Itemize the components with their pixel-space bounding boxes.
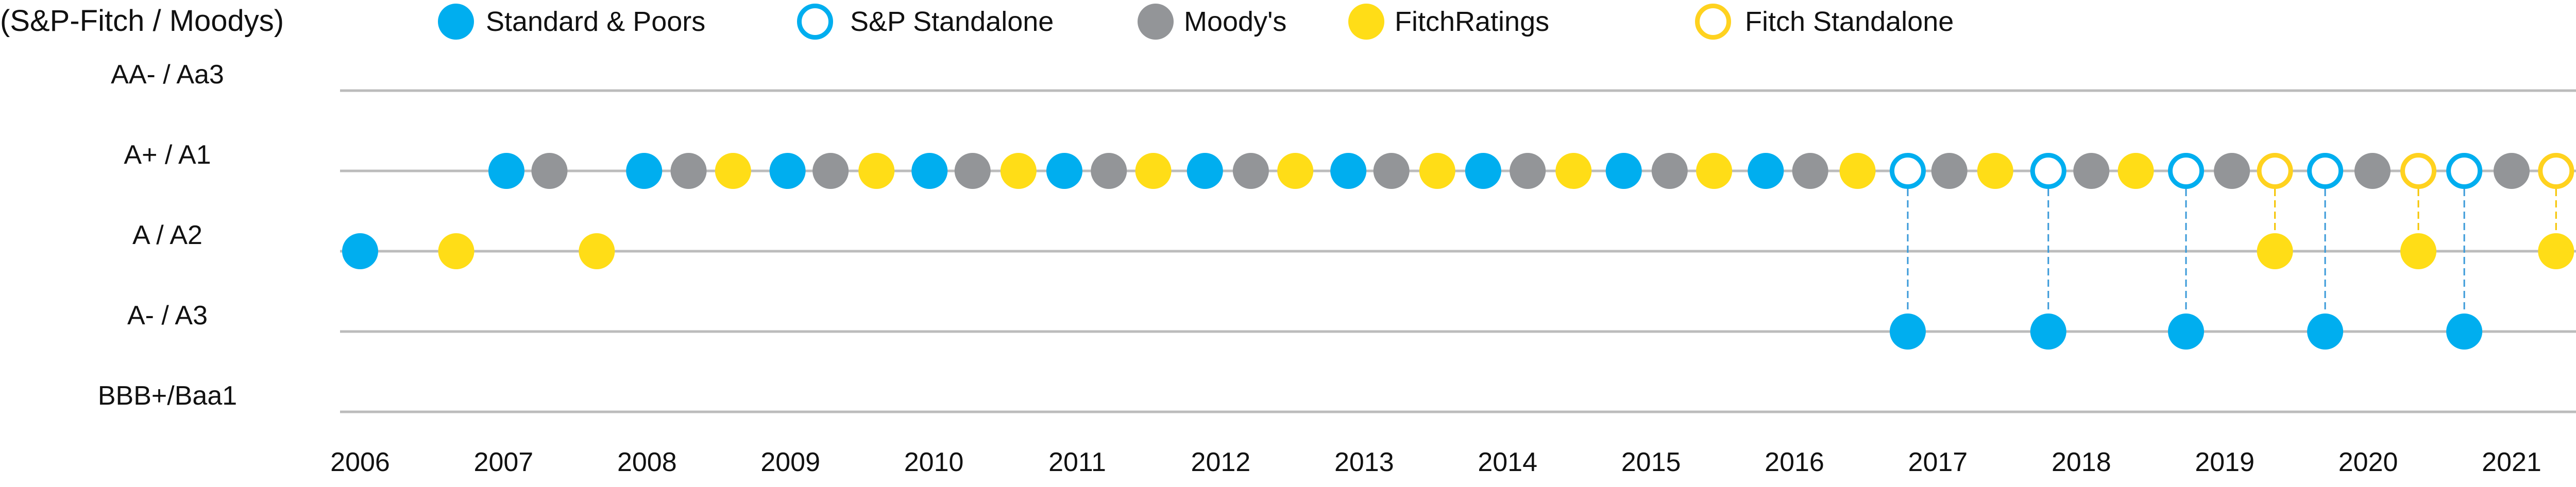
- x-tick-label: 2013: [1334, 447, 1394, 477]
- x-tick-label: 2009: [760, 447, 820, 477]
- point-fitch: [1277, 153, 1314, 189]
- x-tick-label: 2007: [474, 447, 534, 477]
- legend-marker: [1695, 4, 1731, 40]
- point-fitch: [858, 153, 895, 189]
- x-tick-label: 2008: [617, 447, 677, 477]
- point-sp: [1605, 153, 1642, 189]
- point-fitch_sa: [2257, 153, 2293, 189]
- y-tick-label: BBB+/Baa1: [98, 381, 237, 411]
- point-moodys: [1651, 153, 1688, 189]
- point-sp_sa: [2030, 153, 2066, 189]
- y-tick-label: A+ / A1: [124, 140, 211, 170]
- point-fitch: [1555, 153, 1592, 189]
- point-fitch: [1000, 153, 1037, 189]
- chart-title: (S&P-Fitch / Moodys): [0, 4, 284, 38]
- point-moodys: [954, 153, 991, 189]
- legend: Standard & Poors S&P Standalone Moody's Fit…: [438, 4, 1954, 40]
- legend-marker: [438, 4, 474, 40]
- point-moodys: [2073, 153, 2110, 189]
- point-sp: [1187, 153, 1223, 189]
- x-tick-label: 2016: [1765, 447, 1824, 477]
- point-moodys: [670, 153, 707, 189]
- point-sp: [1748, 153, 1784, 189]
- legend-marker: [1138, 4, 1174, 40]
- point-sp: [911, 153, 948, 189]
- x-axis-labels: 2006 2007 2008 2009 2010 2011 2012 2013 2014 2015…: [330, 447, 2541, 477]
- x-tick-label: 2014: [1478, 447, 1537, 477]
- x-tick-label: 2021: [2482, 447, 2541, 477]
- point-fitch: [579, 233, 615, 269]
- legend-item-moodys: Moody's: [1138, 4, 1286, 40]
- point-sp: [2168, 314, 2205, 350]
- point-moodys: [1792, 153, 1828, 189]
- legend-item-fitch: FitchRatings: [1348, 4, 1549, 40]
- point-fitch: [1696, 153, 1733, 189]
- legend-item-sp: Standard & Poors: [438, 4, 705, 40]
- y-axis-labels: BBB+/Baa1 A- / A3 A / A2 A+ / A1 AA- / Aa3: [98, 60, 237, 411]
- point-moodys: [2354, 153, 2391, 189]
- point-sp: [626, 153, 663, 189]
- legend-label: Fitch Standalone: [1745, 6, 1954, 37]
- point-sp_sa: [1889, 153, 1926, 189]
- x-tick-label: 2010: [904, 447, 964, 477]
- point-sp: [342, 233, 378, 269]
- y-tick-label: A- / A3: [127, 301, 208, 331]
- point-fitch: [2257, 233, 2293, 269]
- point-sp: [2446, 314, 2483, 350]
- point-moodys: [2214, 153, 2250, 189]
- point-moodys: [1510, 153, 1546, 189]
- point-sp: [488, 153, 524, 189]
- point-fitch_sa: [2400, 153, 2437, 189]
- x-tick-label: 2017: [1908, 447, 1968, 477]
- x-tick-label: 2012: [1191, 447, 1251, 477]
- legend-label: Standard & Poors: [486, 6, 705, 37]
- y-tick-label: AA- / Aa3: [111, 60, 224, 90]
- point-fitch: [438, 233, 474, 269]
- x-tick-label: 2018: [2052, 447, 2111, 477]
- point-sp_sa: [2307, 153, 2344, 189]
- gridlines: [340, 89, 2576, 413]
- x-tick-label: 2011: [1048, 447, 1106, 477]
- point-moodys: [1373, 153, 1410, 189]
- legend-item-sp_sa: S&P Standalone: [797, 4, 1054, 40]
- standalone-connectors: [1907, 189, 2557, 317]
- point-moodys: [1931, 153, 1968, 189]
- point-sp: [2030, 314, 2066, 350]
- point-sp: [1046, 153, 1082, 189]
- point-fitch: [1135, 153, 1172, 189]
- point-fitch: [1977, 153, 2013, 189]
- y-tick-label: A / A2: [132, 220, 202, 250]
- point-sp: [2307, 314, 2344, 350]
- point-fitch: [715, 153, 751, 189]
- point-sp: [769, 153, 806, 189]
- point-moodys: [812, 153, 849, 189]
- point-sp_sa: [2168, 153, 2205, 189]
- legend-label: Moody's: [1184, 6, 1286, 37]
- point-sp: [1465, 153, 1501, 189]
- point-moodys: [2494, 153, 2530, 189]
- x-tick-label: 2019: [2195, 447, 2255, 477]
- x-tick-label: 2020: [2338, 447, 2398, 477]
- data-points: [342, 153, 2574, 350]
- x-tick-label: 2015: [1621, 447, 1681, 477]
- point-fitch: [2117, 153, 2154, 189]
- point-sp: [1330, 153, 1367, 189]
- legend-marker: [1348, 4, 1384, 40]
- legend-item-fitch_sa: Fitch Standalone: [1695, 4, 1954, 40]
- point-fitch_sa: [2538, 153, 2574, 189]
- point-sp_sa: [2446, 153, 2483, 189]
- point-fitch: [1839, 153, 1876, 189]
- point-fitch: [2538, 233, 2574, 269]
- point-sp: [1889, 314, 1926, 350]
- point-fitch: [2400, 233, 2437, 269]
- legend-label: S&P Standalone: [850, 6, 1054, 37]
- point-moodys: [1091, 153, 1127, 189]
- point-moodys: [531, 153, 568, 189]
- point-fitch: [1419, 153, 1455, 189]
- point-moodys: [1232, 153, 1269, 189]
- legend-label: FitchRatings: [1395, 6, 1549, 37]
- legend-marker: [797, 4, 833, 40]
- x-tick-label: 2006: [330, 447, 390, 477]
